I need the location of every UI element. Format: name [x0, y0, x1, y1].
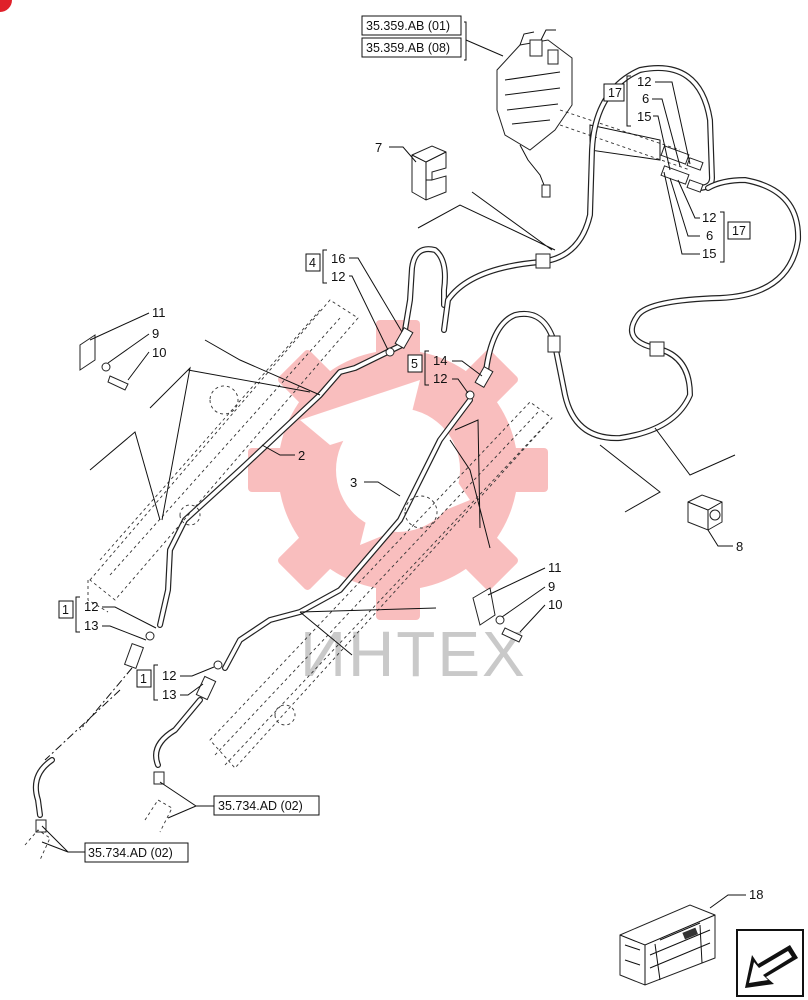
- group-box-4[interactable]: [305, 253, 321, 272]
- corner-badge-icon: [0, 0, 12, 12]
- group-1-left-box: 1: [62, 603, 69, 617]
- group-1-left-item-1: 12: [84, 599, 98, 614]
- callout-10-right: 10: [548, 597, 562, 612]
- group-1-right-box: 1: [140, 672, 147, 686]
- group-17-bottom-box: 17: [732, 224, 746, 238]
- hose-ref-left: 35.734.AD (02): [88, 846, 173, 860]
- crate-kit-icon: [619, 904, 716, 986]
- valve-ref-1: 35.359.AB (01): [366, 19, 450, 33]
- group-4-item-2: 12: [331, 269, 345, 284]
- boom-cylinder-right: [209, 401, 553, 769]
- group-box-17-bottom[interactable]: [727, 221, 751, 240]
- group-17-bottom-item-1: 12: [702, 210, 716, 225]
- boom-cylinder-left: [87, 299, 359, 613]
- callout-9-right: 9: [548, 579, 555, 594]
- callout-7: 7: [375, 140, 382, 155]
- group-4-item-1: 16: [331, 251, 345, 266]
- group-box-17-top[interactable]: [603, 83, 625, 102]
- group-1-left-item-2: 13: [84, 618, 98, 633]
- bracket-clamp-left: [79, 334, 129, 391]
- group-box-5[interactable]: [407, 354, 423, 373]
- hose-right-loop: [482, 177, 802, 442]
- group-17-bottom-item-2: 6: [706, 228, 713, 243]
- group-box-1-left[interactable]: [58, 600, 74, 619]
- group-5-item-2: 12: [433, 371, 447, 386]
- group-17-bottom-item-3: 15: [702, 246, 716, 261]
- group-4-box: 4: [309, 256, 316, 270]
- watermark-gear-icon: [248, 320, 548, 620]
- valve-ref-2: 35.359.AB (08): [366, 41, 450, 55]
- callout-8: 8: [736, 539, 743, 554]
- hose-ref-right: 35.734.AD (02): [218, 799, 303, 813]
- group-17-top-box: 17: [608, 86, 622, 100]
- group-1-right-item-2: 13: [162, 687, 176, 702]
- clip-part-8: [687, 494, 723, 531]
- hose-left-loop: [402, 65, 715, 333]
- fittings-valve: [660, 145, 704, 193]
- control-valve: [496, 29, 691, 198]
- lower-hose-left: [24, 631, 155, 861]
- clip-part-7: [411, 145, 447, 201]
- callout-18: 18: [749, 887, 763, 902]
- callout-11-left: 11: [152, 305, 166, 320]
- bracket-clamp-right: [472, 587, 523, 643]
- group-5-box: 5: [411, 357, 418, 371]
- pipe-2: [157, 342, 405, 628]
- watermark-text: ИНТЕХ: [300, 618, 527, 690]
- pipe-3: [222, 397, 473, 671]
- callout-9-left: 9: [152, 326, 159, 341]
- valve-ref-box-2[interactable]: [361, 37, 462, 58]
- group-5-item-1: 14: [433, 353, 447, 368]
- callout-3: 3: [350, 475, 357, 490]
- group-17-top-item-2: 6: [642, 91, 649, 106]
- group-17-top-item-1: 12: [637, 74, 651, 89]
- callout-10-left: 10: [152, 345, 166, 360]
- section-cut-lines: [89, 191, 736, 656]
- fittings-hose-ends: [385, 253, 665, 400]
- group-box-1-right[interactable]: [136, 669, 152, 688]
- valve-ref-box-1[interactable]: [361, 15, 462, 36]
- group-17-top-item-3: 15: [637, 109, 651, 124]
- callout-2: 2: [298, 448, 305, 463]
- callout-11-right: 11: [548, 560, 562, 575]
- next-page-arrow-icon[interactable]: [736, 929, 804, 997]
- group-1-right-item-1: 12: [162, 668, 176, 683]
